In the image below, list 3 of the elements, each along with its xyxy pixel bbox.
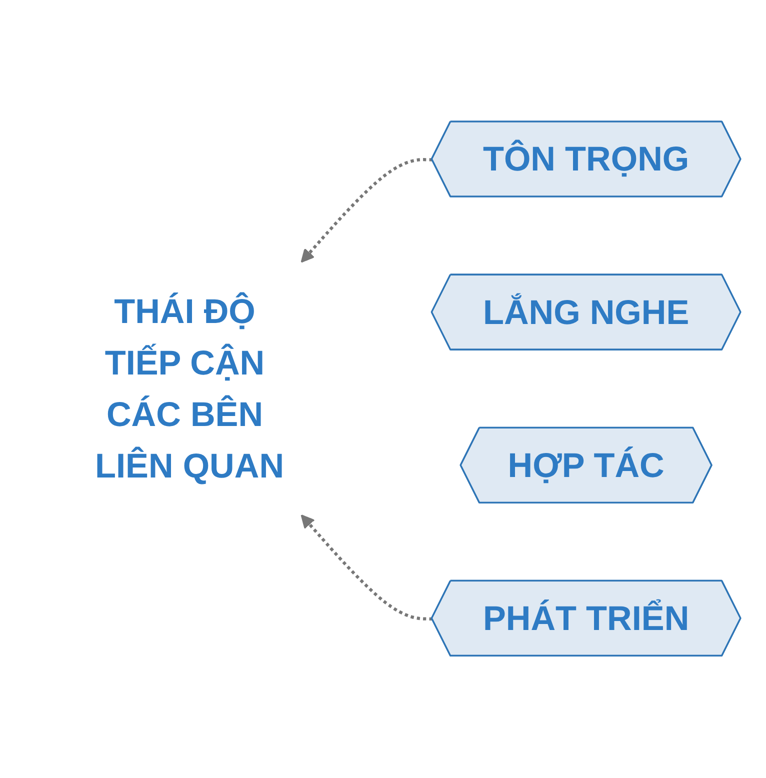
arrow bbox=[300, 514, 432, 621]
node-text: THÁI ĐỘ TIẾP CẬN CÁC BÊN LIÊN QUAN bbox=[95, 292, 284, 486]
arrow bbox=[300, 158, 432, 264]
